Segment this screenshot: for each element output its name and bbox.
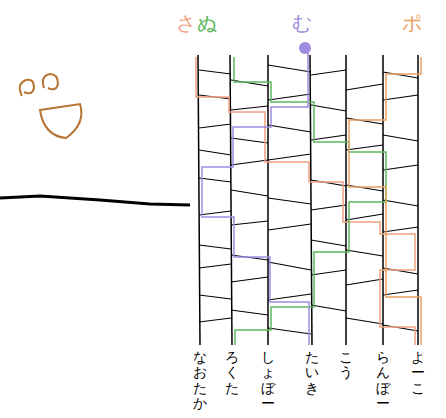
player-name: ぬ [197, 10, 217, 37]
prize-name: こう [339, 350, 353, 381]
player-name: ポ [402, 10, 422, 37]
prize-name: ろくた [225, 350, 239, 396]
prize-name: しょぼー [261, 350, 275, 412]
prize-name: たいき [305, 350, 319, 396]
route-path [349, 57, 421, 345]
traced-paths [196, 50, 421, 345]
pointer-line [0, 196, 190, 205]
player-name: む [292, 10, 312, 37]
prize-name: よーこ [411, 350, 425, 396]
route-path [234, 57, 386, 345]
player-name: さ [176, 10, 196, 37]
route-path [202, 50, 309, 345]
prize-name: なおたか [193, 350, 207, 412]
eye [20, 80, 34, 96]
mouth [40, 104, 81, 138]
eye [43, 74, 58, 89]
prize-name: らんぼー [376, 350, 390, 412]
start-dot [299, 42, 311, 54]
face-doodle [20, 74, 82, 138]
